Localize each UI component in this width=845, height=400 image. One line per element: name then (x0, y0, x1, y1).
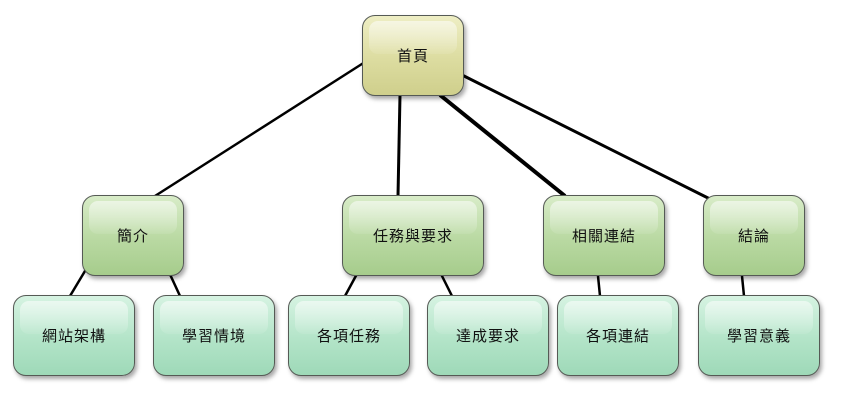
node-label: 網站架構 (41, 327, 106, 345)
node-label: 各項任務 (316, 327, 381, 345)
node-label: 學習情境 (181, 327, 246, 345)
node-root-home[interactable]: 首頁 (362, 15, 464, 96)
connector-task-requirements (438, 271, 454, 297)
node-label: 首頁 (396, 47, 429, 65)
node-task-requirements[interactable]: 任務與要求 (342, 195, 484, 276)
node-intro[interactable]: 簡介 (82, 195, 184, 276)
connector-root-task (396, 94, 402, 197)
connector-conclusion-significance (740, 275, 746, 297)
node-conclusion[interactable]: 結論 (703, 195, 805, 276)
node-label: 結論 (737, 227, 770, 245)
connector-root-conclusion (461, 73, 713, 202)
node-related-links[interactable]: 相關連結 (543, 195, 665, 276)
connector-links-link-list (596, 275, 602, 297)
connector-root-intro (154, 60, 366, 198)
node-label: 達成要求 (455, 327, 520, 345)
node-tasks[interactable]: 各項任務 (288, 295, 410, 376)
node-achieve-requirements[interactable]: 達成要求 (427, 295, 549, 376)
node-label: 各項連結 (585, 327, 650, 345)
node-learning-significance[interactable]: 學習意義 (698, 295, 820, 376)
connector-root-links (438, 93, 567, 198)
node-label: 任務與要求 (372, 227, 453, 245)
node-site-structure[interactable]: 網站架構 (13, 295, 135, 376)
node-label: 相關連結 (571, 227, 636, 245)
node-link-list[interactable]: 各項連結 (557, 295, 679, 376)
node-learning-context[interactable]: 學習情境 (153, 295, 275, 376)
node-label: 簡介 (116, 227, 149, 245)
connector-task-tasks (343, 271, 360, 297)
node-label: 學習意義 (726, 327, 791, 345)
